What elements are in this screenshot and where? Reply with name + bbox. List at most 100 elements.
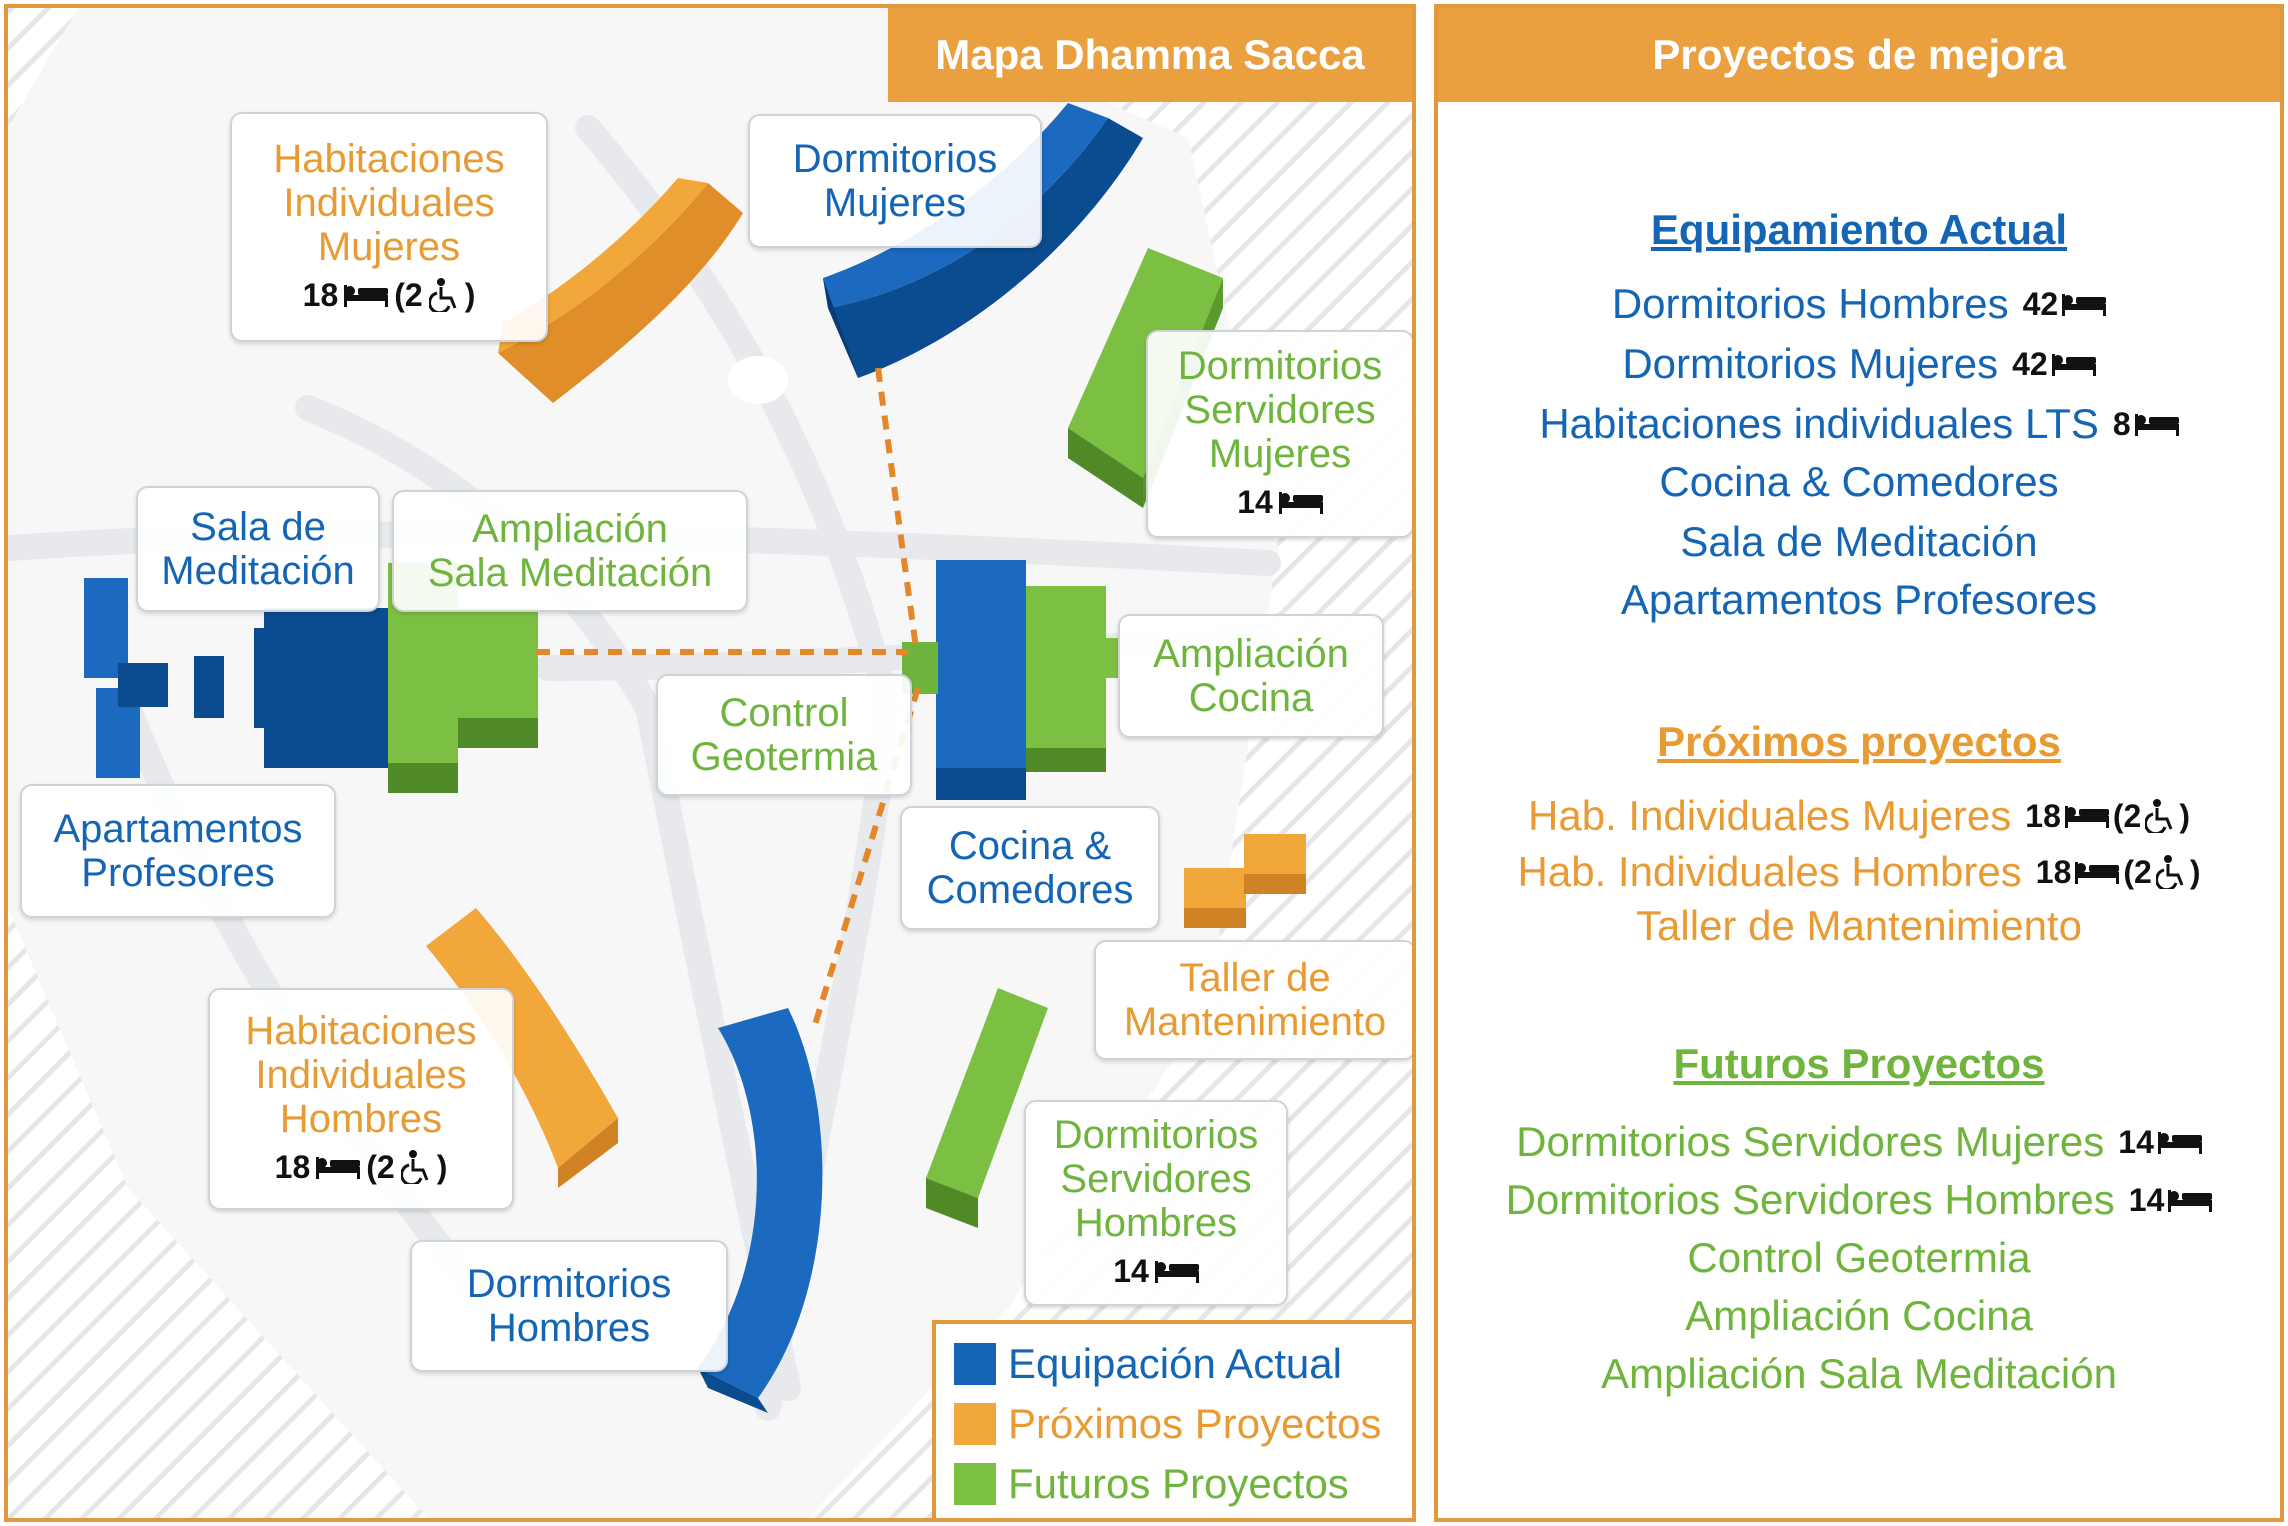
- building-sala-meditacion: [254, 608, 394, 768]
- label-line: Ampliación: [472, 507, 668, 551]
- building-taller: [1184, 834, 1306, 928]
- wheelchair-icon: [2155, 855, 2184, 889]
- label-line: Mantenimiento: [1123, 1000, 1387, 1044]
- capacity-value: 42: [2022, 285, 2059, 322]
- label-line: Hombres: [1074, 1201, 1238, 1245]
- label-line: Dormitorios: [1177, 344, 1383, 388]
- capacity-row: 42: [2023, 286, 2107, 323]
- capacity-row: 42: [2012, 346, 2096, 383]
- accessible-close: ): [464, 277, 476, 313]
- capacity-value: 14: [2128, 1181, 2165, 1218]
- capacity-value: 42: [2012, 345, 2048, 382]
- legend-item-actual: Equipación Actual: [954, 1334, 1400, 1394]
- label-line: Sala Meditación: [427, 551, 713, 595]
- list-item: Apartamentos Profesores: [1438, 576, 2280, 624]
- map-panel: Mapa Dhamma Sacca Habitaciones Individua…: [4, 4, 1416, 1522]
- accessible-count: (2: [366, 1149, 395, 1185]
- building-ampliacion-cocina: [1026, 586, 1120, 772]
- item-name: Ampliación Cocina: [1685, 1292, 2033, 1339]
- list-item: Dormitorios Servidores Mujeres 14: [1438, 1118, 2280, 1166]
- accessible-close: ): [2189, 853, 2201, 890]
- capacity-value: 14: [2118, 1123, 2154, 1160]
- label-line: Control: [719, 691, 849, 735]
- roundabout: [728, 356, 788, 404]
- capacity-value: 18: [2025, 797, 2061, 834]
- label-taller: Taller de Mantenimiento: [1094, 940, 1412, 1060]
- label-dorm-hombres: Dormitorios Hombres: [410, 1240, 728, 1372]
- list-item: Ampliación Cocina: [1438, 1292, 2280, 1340]
- projects-panel: Proyectos de mejora Equipamiento Actual …: [1434, 4, 2284, 1522]
- bed-icon: [2134, 414, 2179, 436]
- label-line: Taller de: [1179, 956, 1331, 1000]
- capacity-value: 14: [1113, 1253, 1149, 1289]
- list-item: Dormitorios Servidores Hombres 14: [1438, 1176, 2280, 1224]
- label-line: Hombres: [487, 1306, 651, 1350]
- list-item: Sala de Meditación: [1438, 518, 2280, 566]
- label-line: Geotermia: [690, 735, 878, 779]
- label-dorm-serv-hombres: Dormitorios Servidores Hombres 14: [1024, 1100, 1288, 1306]
- item-name: Habitaciones individuales LTS: [1539, 400, 2099, 447]
- label-line: Mujeres: [1208, 432, 1352, 476]
- item-name: Dormitorios Servidores Hombres: [1505, 1176, 2115, 1223]
- capacity-value: 18: [302, 277, 339, 313]
- building-dorm-hombres: [698, 1008, 823, 1413]
- item-name: Hab. Individuales Mujeres: [1528, 792, 2012, 839]
- legend-item-futuros: Futuros Proyectos: [954, 1454, 1400, 1514]
- legend-swatch: [954, 1403, 996, 1445]
- label-line: Habitaciones: [245, 1009, 477, 1053]
- label-line: Cocina &: [948, 824, 1112, 868]
- accessible-count: (2: [394, 277, 423, 313]
- label-line: Dormitorios: [466, 1262, 672, 1306]
- bed-icon: [344, 285, 389, 307]
- section-title-actual: Equipamiento Actual: [1650, 206, 2068, 253]
- accessible-close: ): [2179, 797, 2190, 834]
- bed-icon: [1278, 492, 1323, 514]
- capacity-row: 8: [2113, 406, 2179, 443]
- label-line: Individuales: [255, 1053, 467, 1097]
- label-line: Meditación: [161, 549, 355, 593]
- capacity-row: 18 (2 ): [303, 273, 476, 317]
- bed-icon: [2075, 862, 2120, 884]
- label-ampliacion-sala: Ampliación Sala Meditación: [392, 490, 748, 612]
- legend-label: Futuros Proyectos: [1008, 1460, 1349, 1507]
- item-name: Sala de Meditación: [1680, 518, 2038, 565]
- wheelchair-icon: [2145, 799, 2173, 833]
- legend-swatch: [954, 1463, 996, 1505]
- label-line: Comedores: [926, 868, 1134, 912]
- capacity-row: 14: [1237, 480, 1323, 524]
- label-line: Sala de: [190, 505, 326, 549]
- label-control-geotermia: Control Geotermia: [656, 674, 912, 796]
- building-hab-ind-hombres: [426, 908, 618, 1188]
- capacity-value: 14: [1237, 484, 1273, 520]
- item-name: Apartamentos Profesores: [1620, 576, 2098, 623]
- section-title-futuros: Futuros Proyectos: [1673, 1040, 2045, 1087]
- list-item: Taller de Mantenimiento: [1438, 902, 2280, 950]
- label-line: Dormitorios: [1053, 1113, 1259, 1157]
- building-hab-ind-mujeres: [498, 178, 743, 403]
- wheelchair-icon: [400, 1150, 429, 1184]
- building-apartamentos: [84, 578, 224, 778]
- list-item: Ampliación Sala Meditación: [1438, 1350, 2280, 1398]
- accessible-count: (2: [2123, 853, 2152, 890]
- label-line: Profesores: [81, 851, 275, 895]
- bed-icon: [1154, 1261, 1199, 1283]
- list-item: Dormitorios Mujeres 42: [1438, 340, 2280, 388]
- capacity-value: 18: [274, 1149, 311, 1185]
- section-title-proximos: Próximos proyectos: [1657, 718, 2061, 765]
- label-line: Mujeres: [823, 181, 967, 225]
- label-line: Individuales: [283, 181, 495, 225]
- label-line: Servidores: [1184, 388, 1376, 432]
- legend-label: Equipación Actual: [1008, 1340, 1342, 1387]
- item-name: Taller de Mantenimiento: [1636, 902, 2082, 949]
- capacity-row: 18(2): [2036, 854, 2201, 891]
- list-item: Control Geotermia: [1438, 1234, 2280, 1282]
- accessible-close: ): [436, 1149, 448, 1185]
- accessible-count: (2: [2112, 797, 2142, 834]
- label-line: Dormitorios: [792, 137, 998, 181]
- item-name: Control Geotermia: [1687, 1234, 2031, 1281]
- label-line: Cocina: [1188, 676, 1314, 720]
- label-line: Habitaciones: [273, 137, 505, 181]
- list-item: Hab. Individuales Hombres 18(2): [1438, 848, 2280, 896]
- list-item: Cocina & Comedores: [1438, 458, 2280, 506]
- label-line: Servidores: [1060, 1157, 1252, 1201]
